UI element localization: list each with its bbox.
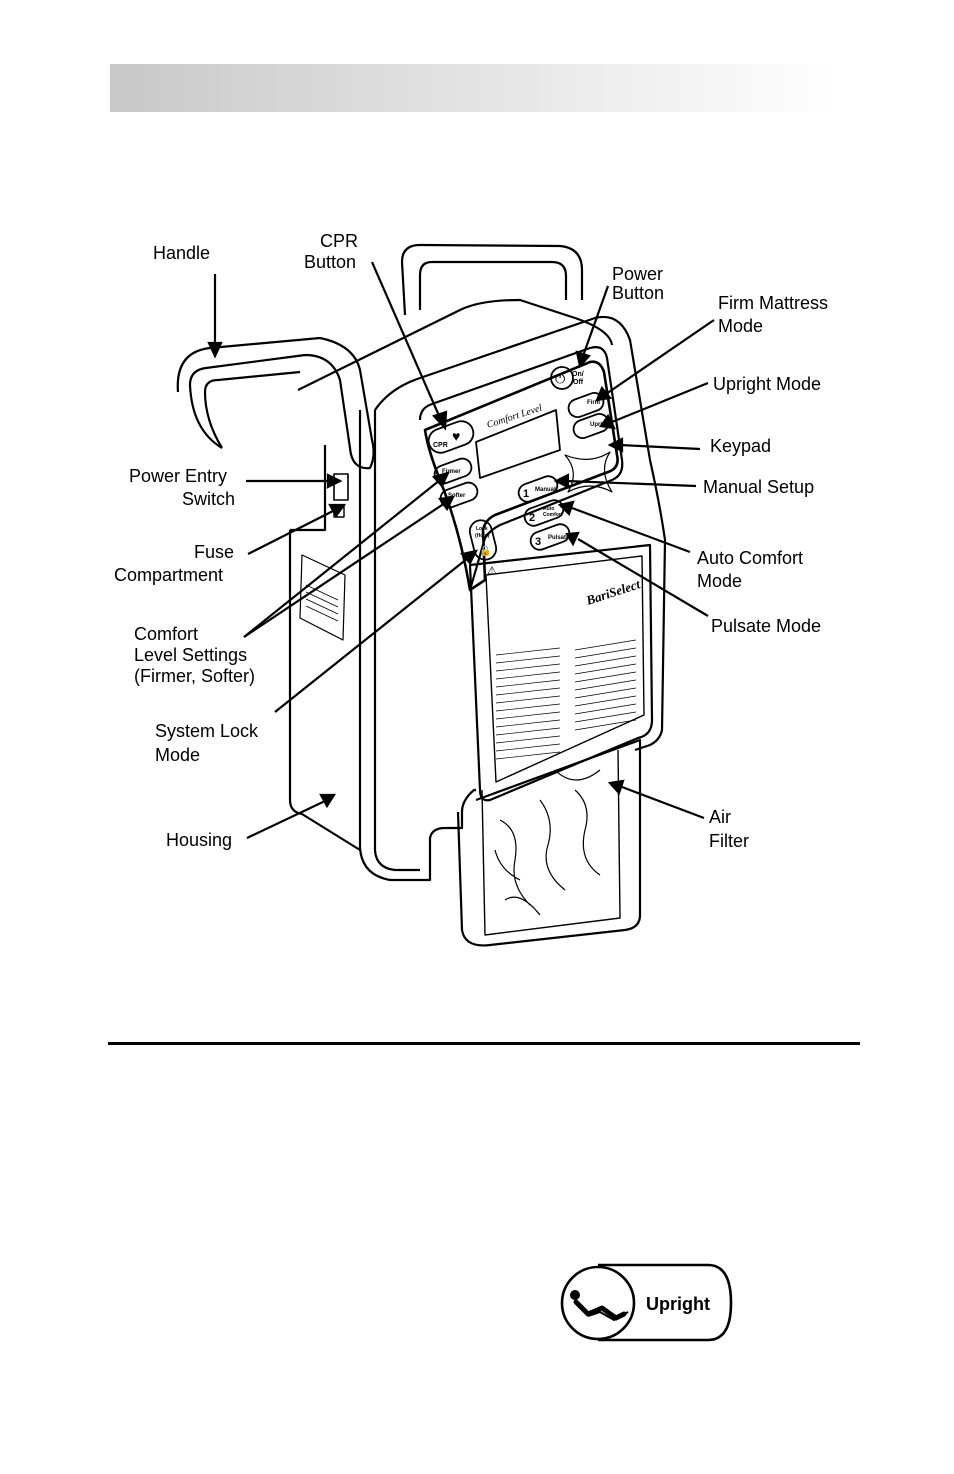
panel-cpr: CPR [433, 442, 448, 449]
device-diagram: CPR ♥ On/ Off ⏻ Firm Upright Firmer Soft… [114, 231, 828, 947]
label-upright: Upright Mode [713, 374, 821, 394]
label-pes-1: Power Entry [129, 466, 227, 486]
callout-labels: Handle CPR Button Power Button Firm Matt… [114, 231, 828, 851]
label-firm-2: Mode [718, 316, 763, 336]
label-pes-2: Switch [182, 489, 235, 509]
label-auto-1: Auto Comfort [697, 548, 803, 568]
panel-comfort: Comfort [543, 512, 563, 518]
label-handle: Handle [153, 243, 210, 263]
upright-mode-icon [560, 1265, 636, 1341]
heart-icon: ♥ [452, 428, 460, 444]
panel-on: On/ [572, 371, 584, 378]
panel-firmer: Firmer [442, 469, 461, 475]
label-power-1: Power [612, 264, 663, 284]
label-lock-1: System Lock [155, 721, 259, 741]
power-button[interactable] [550, 366, 574, 390]
label-cpr-1: CPR [320, 231, 358, 251]
brand-logo: BariSelect [583, 576, 642, 608]
panel-softer: Softer [448, 493, 466, 499]
upright-button-label: Upright [646, 1294, 710, 1314]
panel-hold: (Hold) [475, 533, 490, 539]
pulsate-button[interactable] [528, 522, 572, 553]
leader-lines [207, 261, 715, 839]
label-air-2: Filter [709, 831, 749, 851]
panel-manual: Manual [535, 487, 556, 493]
label-air-1: Air [709, 807, 731, 827]
cpr-button[interactable] [425, 418, 476, 456]
label-pulsate: Pulsate Mode [711, 616, 821, 636]
section-header-bar [110, 64, 840, 112]
panel-off: Off [573, 379, 584, 386]
device-illustration [176, 243, 667, 947]
panel-num-3: 3 [535, 536, 541, 548]
panel-firm: Firm [587, 400, 600, 406]
label-lock-2: Mode [155, 745, 200, 765]
label-fuse-2: Compartment [114, 565, 223, 585]
warning-icon: ⚠ [487, 565, 497, 577]
label-cpr-2: Button [304, 252, 356, 272]
label-manual: Manual Setup [703, 477, 814, 497]
label-housing: Housing [166, 830, 232, 850]
label-fuse-1: Fuse [194, 542, 234, 562]
panel-pulsate: Pulsate [548, 535, 570, 541]
label-auto-2: Mode [697, 571, 742, 591]
lock-button[interactable] [467, 518, 498, 562]
label-comfort-1: Comfort [134, 624, 198, 644]
label-firm-1: Firm Mattress [718, 293, 828, 313]
lock-icon: 🔒 [479, 545, 491, 557]
panel-num-1: 1 [523, 488, 529, 500]
label-comfort-3: (Firmer, Softer) [134, 666, 255, 686]
panel-num-2: 2 [529, 512, 535, 524]
label-power-2: Button [612, 283, 664, 303]
upright-button-illustration: Upright [560, 1263, 733, 1342]
label-comfort-2: Level Settings [134, 645, 247, 665]
panel-lock: Lock [476, 526, 488, 532]
label-keypad: Keypad [710, 436, 771, 456]
power-icon: ⏻ [555, 371, 565, 386]
panel-auto: Auto [543, 506, 554, 512]
section-divider [108, 1042, 860, 1045]
